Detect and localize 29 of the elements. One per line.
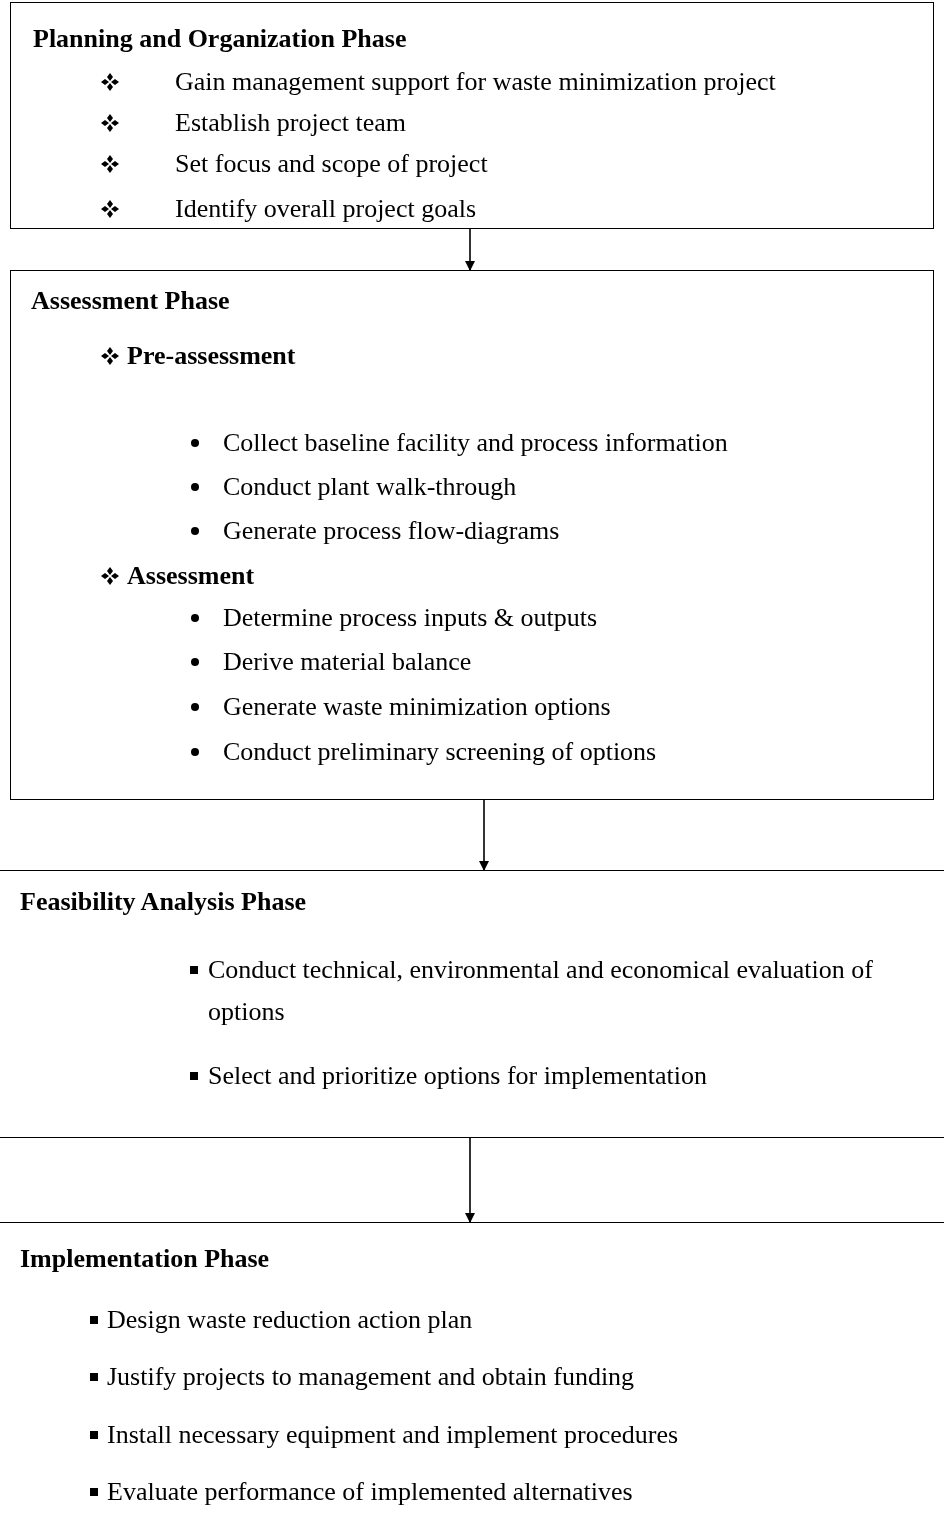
subheading: Assessment xyxy=(127,561,255,591)
arrow xyxy=(465,228,475,271)
list-item: Identify overall project goals xyxy=(175,194,477,224)
list-item: Generate process flow-diagrams xyxy=(223,516,560,546)
list-item: Derive material balance xyxy=(223,647,472,677)
list-item: Determine process inputs & outputs xyxy=(223,603,598,633)
arrow xyxy=(479,799,489,871)
phase-box xyxy=(0,870,944,1138)
phase-heading: Assessment Phase xyxy=(31,286,230,316)
list-item: Set focus and scope of project xyxy=(175,149,488,179)
phase-box xyxy=(10,2,934,229)
phase-heading: Implementation Phase xyxy=(20,1244,270,1274)
list-item: Establish project team xyxy=(175,108,407,138)
list-item: Evaluate performance of implemented alternatives xyxy=(107,1477,633,1507)
phase-box xyxy=(10,270,934,800)
list-item: Conduct plant walk-through xyxy=(223,472,517,502)
list-item: Select and prioritize options for implementation xyxy=(208,1061,707,1091)
list-item: Install necessary equipment and implement procedures xyxy=(107,1420,679,1450)
list-item: Generate waste minimization options xyxy=(223,692,611,722)
subheading: Pre-assessment xyxy=(127,341,296,371)
arrow xyxy=(465,1137,475,1223)
list-item: Conduct preliminary screening of options xyxy=(223,737,657,767)
list-item: Design waste reduction action plan xyxy=(107,1305,473,1335)
list-item: Conduct technical, environmental and economical evaluation of options xyxy=(208,954,874,1028)
list-item: Collect baseline facility and process information xyxy=(223,428,728,458)
phase-heading: Feasibility Analysis Phase xyxy=(20,887,307,917)
phase-heading: Planning and Organization Phase xyxy=(33,24,407,54)
list-item: Justify projects to management and obtain funding xyxy=(107,1362,635,1392)
list-item: Gain management support for waste minimization project xyxy=(175,67,776,97)
